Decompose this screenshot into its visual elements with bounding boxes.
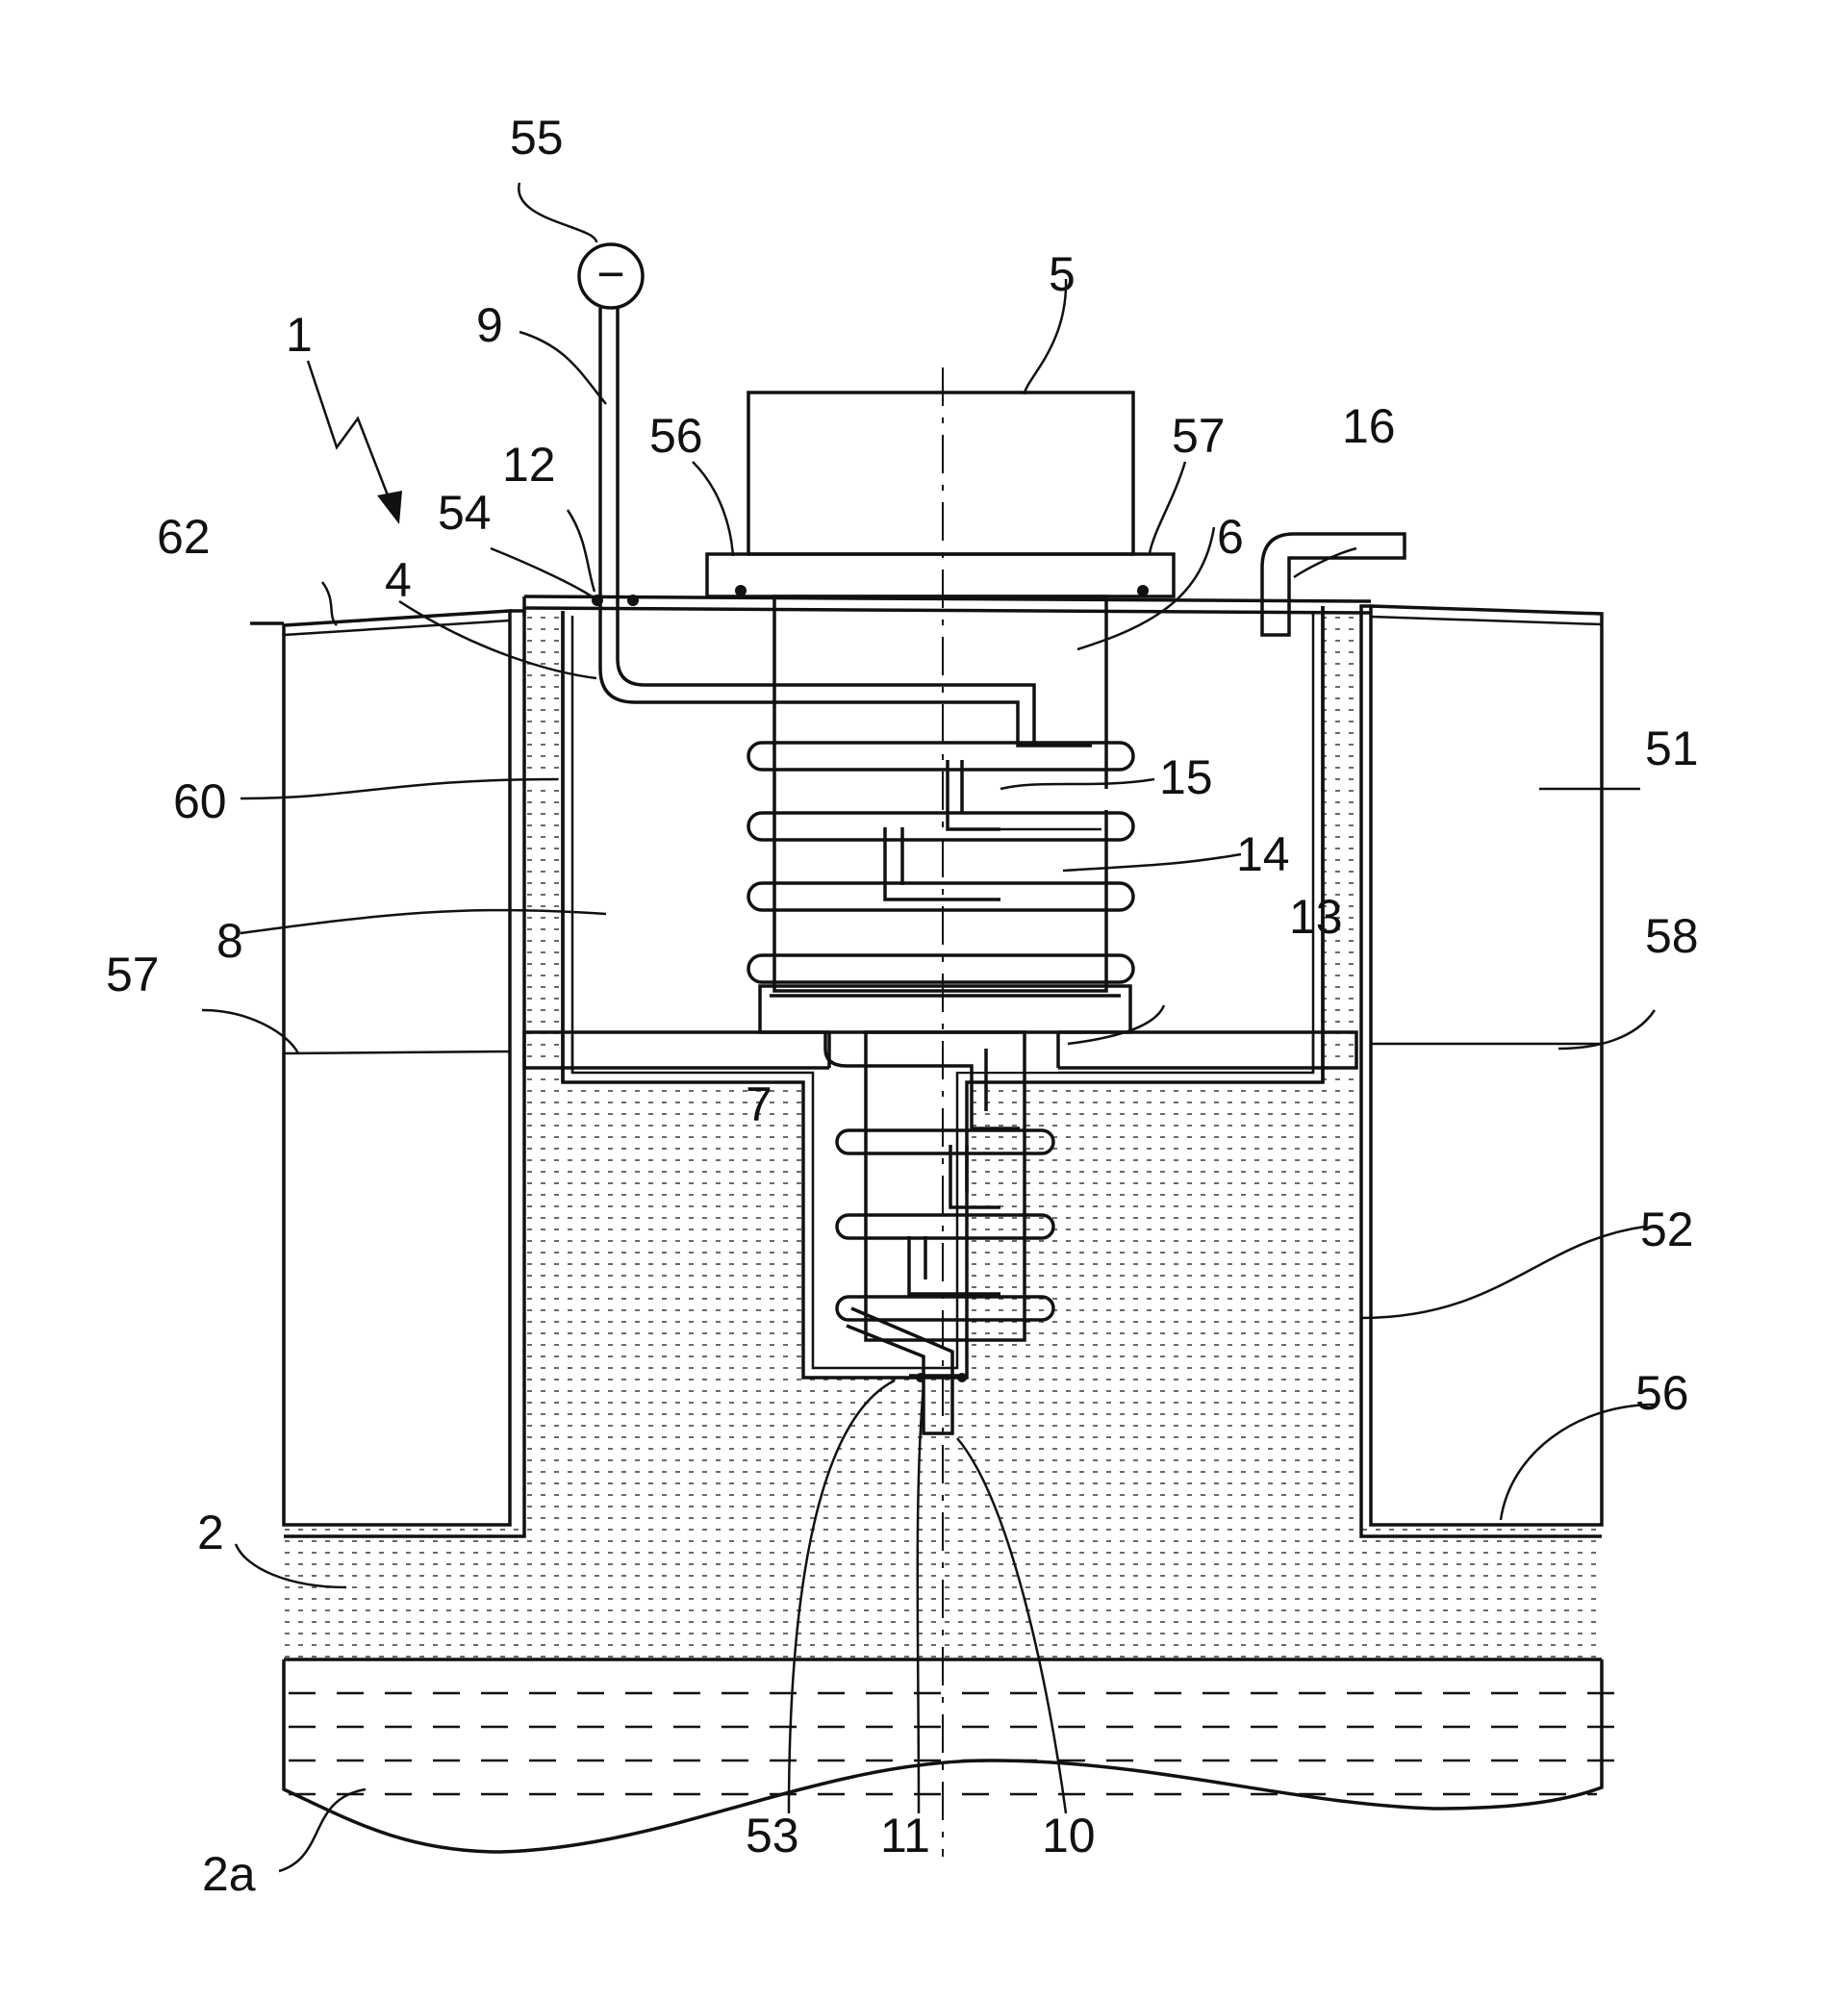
label-56-left: 56 [649,409,703,463]
label-2a: 2a [202,1847,256,1901]
upper-block [707,393,1174,596]
label-16: 16 [1342,399,1396,453]
label-12: 12 [502,438,556,492]
left-outer-wall [284,611,524,1536]
label-60: 60 [173,774,227,828]
meter-symbol: − [596,247,624,301]
label-5: 5 [1049,247,1076,301]
label-13: 13 [1289,890,1343,944]
label-62: 62 [157,510,211,564]
right-outer-wall [1361,606,1602,1536]
label-55: 53 [746,1809,799,1862]
meter: − [579,244,643,606]
label-53: 55 [510,111,564,165]
label-7: 7 [746,1077,772,1131]
label-56-right: 57 [1172,409,1226,463]
label-52: 52 [1640,1203,1694,1256]
label-10: 10 [1042,1809,1096,1862]
label-57-right: 58 [1645,909,1699,963]
molten-bath [284,1659,1635,1852]
label-14: 14 [1236,827,1290,881]
label-11: 11 [880,1809,930,1862]
label-8: 8 [216,914,243,968]
label-51: 51 [1645,722,1699,775]
label-1: 1 [286,308,313,362]
label-57-left: 57 [106,948,160,1001]
label-9: 9 [476,298,503,352]
label-15: 15 [1159,750,1213,804]
label-2: 2 [197,1506,224,1559]
label-54: 54 [438,486,492,540]
label-4: 4 [385,553,412,607]
label-6: 6 [1217,510,1244,564]
label-58: 56 [1635,1366,1689,1420]
label-1-arrow [308,361,402,524]
